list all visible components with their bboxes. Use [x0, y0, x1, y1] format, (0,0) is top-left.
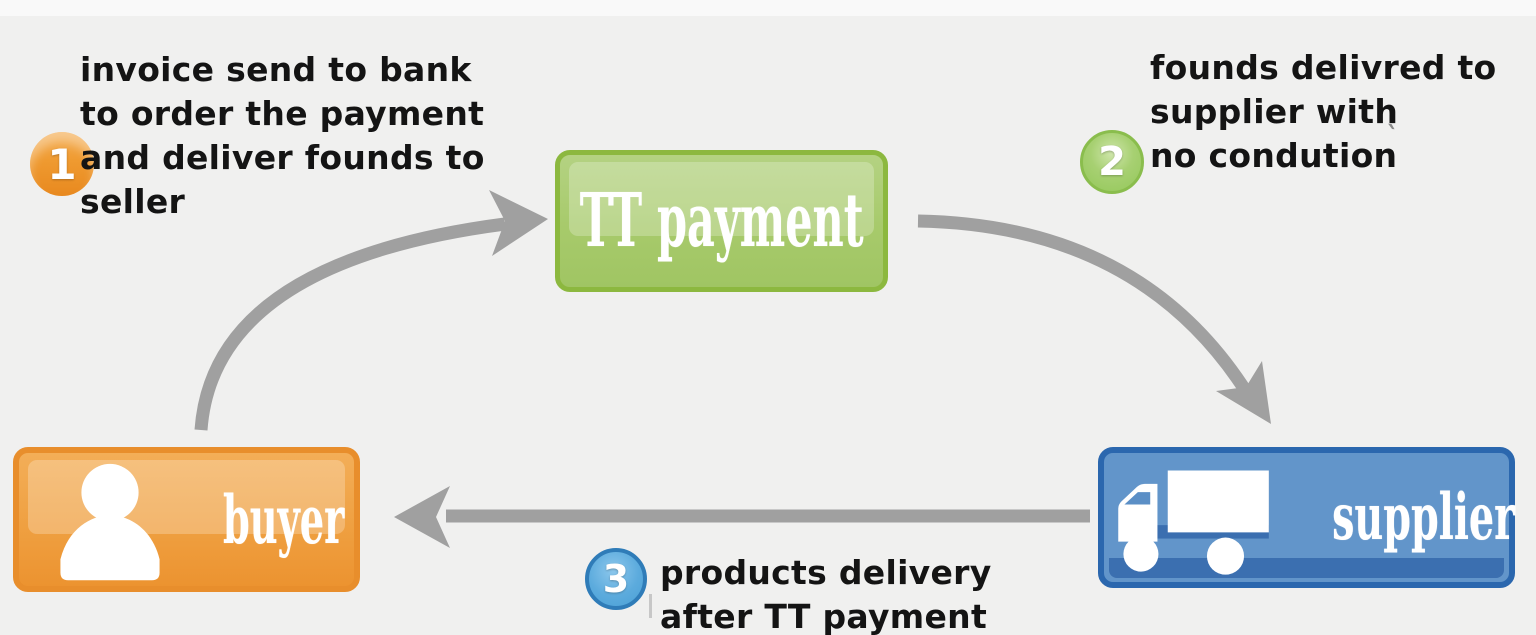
truck-icon	[1118, 470, 1269, 575]
arrowhead-to-supplier-icon	[1216, 361, 1271, 424]
arrow-buyer-to-payment	[194, 217, 506, 431]
arrowhead-to-payment-icon	[489, 190, 548, 256]
step-2-line-3: no condution	[1150, 136, 1398, 175]
step-3-badge: 3	[585, 548, 647, 610]
step-1-text: invoice send to bank to order the paymen…	[80, 48, 485, 224]
step-2-line-2: supplier with	[1150, 92, 1399, 131]
step-2-line-1: founds delivred to	[1150, 48, 1497, 87]
step-1-line-4: seller	[80, 182, 186, 221]
supplier-label: supplier	[1332, 480, 1516, 555]
step-3-line-2: after TT payment	[660, 597, 988, 635]
tt-payment-label: TT payment	[579, 178, 864, 264]
step-1-line-2: to order the payment	[80, 94, 485, 133]
step-2-text: founds delivred to supplier with no cond…	[1150, 46, 1497, 178]
tick-divider	[649, 594, 652, 618]
step-1-badge: 1	[30, 132, 94, 196]
tt-payment-node: TT payment	[555, 150, 888, 292]
supplier-node: supplier	[1098, 447, 1515, 588]
step-3-line-1: products delivery	[660, 553, 992, 592]
arrowhead-to-buyer-icon	[394, 486, 450, 548]
buyer-label: buyer	[222, 480, 345, 559]
step-2-badge: 2	[1080, 130, 1144, 194]
buyer-node: buyer	[13, 447, 360, 592]
bottom-band	[1109, 558, 1504, 578]
step-3-text: products delivery after TT payment	[660, 551, 992, 635]
arrow-payment-to-supplier	[917, 214, 1253, 397]
step-1-line-3: and deliver founds to	[80, 138, 485, 177]
step-1-line-1: invoice send to bank	[80, 50, 472, 89]
person-icon	[60, 463, 160, 581]
